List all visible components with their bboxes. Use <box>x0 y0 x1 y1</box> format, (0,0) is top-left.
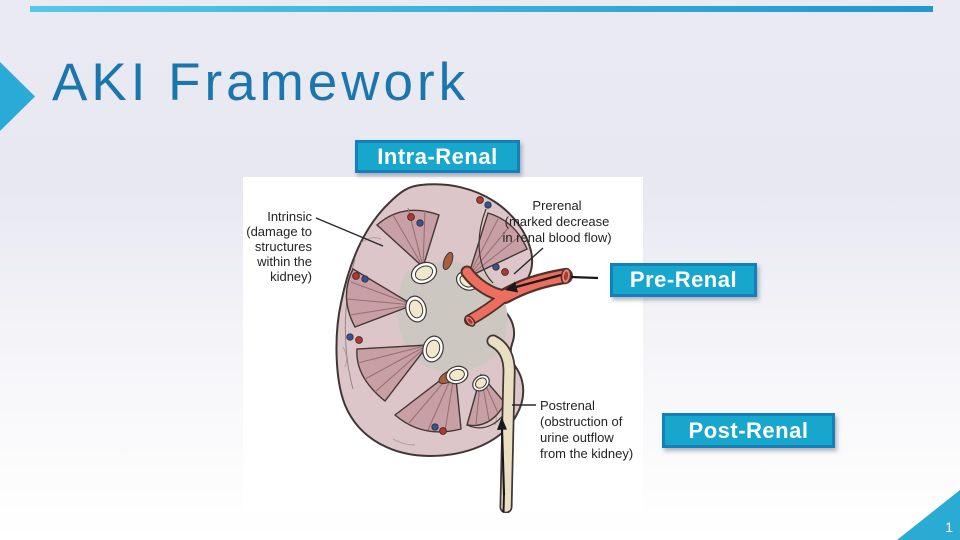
svg-text:(damage to: (damage to <box>246 224 312 239</box>
blood-flow-arrow <box>515 273 562 289</box>
svg-text:Prerenal: Prerenal <box>532 198 581 213</box>
svg-text:(obstruction of: (obstruction of <box>540 414 623 429</box>
renal-artery <box>460 265 599 327</box>
top-accent-bar <box>30 6 933 12</box>
pre-renal-callout: Pre-Renal <box>610 263 757 297</box>
page-number: 1 <box>945 519 953 535</box>
svg-text:within the: within the <box>256 254 312 269</box>
pointer-lines <box>315 217 544 406</box>
prerenal-annotation: Prerenal (marked decrease in renal blood… <box>502 198 611 245</box>
svg-text:Postrenal: Postrenal <box>540 398 595 413</box>
page-title: AKI Framework <box>52 53 470 112</box>
title-chevron-icon <box>0 62 35 131</box>
svg-text:kidney): kidney) <box>270 269 312 284</box>
vessel-dots <box>346 196 509 435</box>
svg-text:from the kidney): from the kidney) <box>540 446 633 461</box>
ureter <box>486 334 516 513</box>
svg-text:Intrinsic: Intrinsic <box>267 209 312 224</box>
svg-text:in renal blood flow): in renal blood flow) <box>502 230 611 245</box>
urine-flow-arrow <box>500 428 506 496</box>
intrinsic-pointer-line <box>315 217 384 247</box>
renal-pyramids <box>345 207 528 433</box>
renal-calyces <box>405 261 490 392</box>
svg-text:urine outflow: urine outflow <box>540 430 614 445</box>
svg-text:(marked decrease: (marked decrease <box>505 214 610 229</box>
kidney-diagram: Intrinsic (damage to structures within t… <box>246 183 633 513</box>
diagram-panel: Intrinsic (damage to structures within t… <box>243 177 643 513</box>
intrinsic-annotation: Intrinsic (damage to structures within t… <box>246 209 312 284</box>
post-renal-callout: Post-Renal <box>662 413 835 448</box>
svg-text:structures: structures <box>255 239 313 254</box>
postrenal-annotation: Postrenal (obstruction of urine outflow … <box>540 398 633 461</box>
intra-renal-callout: Intra-Renal <box>355 140 520 173</box>
prerenal-pointer-line <box>513 247 544 275</box>
